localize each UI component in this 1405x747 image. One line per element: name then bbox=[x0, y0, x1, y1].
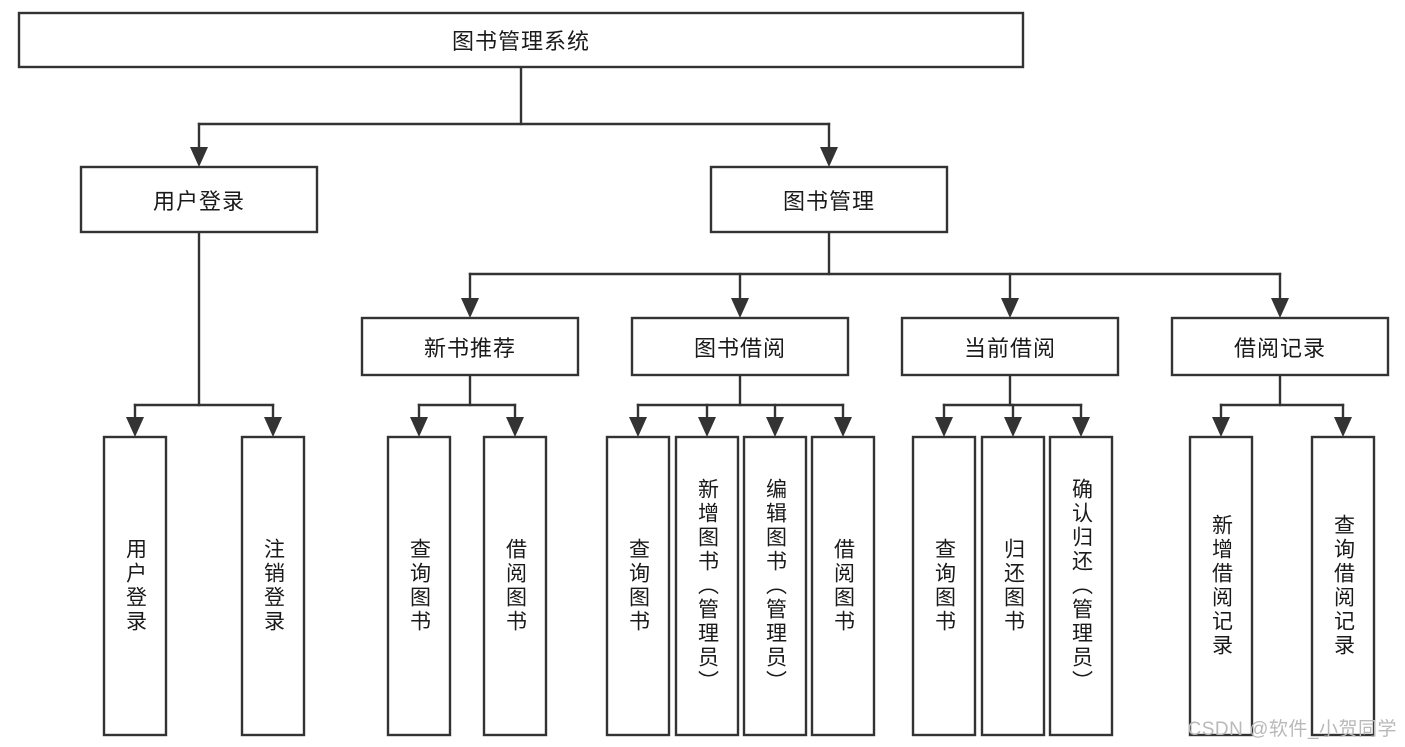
node-box-leaf-borrow-lend[interactable] bbox=[810, 435, 876, 737]
node-box-newbook[interactable] bbox=[360, 316, 580, 377]
node-box-record[interactable] bbox=[1170, 316, 1390, 377]
watermark-text: CSDN @软件_小贺同学 bbox=[1187, 719, 1397, 740]
node-box-login[interactable] bbox=[79, 165, 319, 234]
node-box-leaf-newbook-query[interactable] bbox=[386, 435, 452, 737]
node-box-current[interactable] bbox=[900, 316, 1120, 377]
node-box-leaf-user-logout[interactable] bbox=[240, 435, 306, 737]
node-box-leaf-current-confirm[interactable] bbox=[1048, 435, 1114, 737]
node-box-leaf-borrow-add[interactable] bbox=[674, 435, 740, 737]
node-box-leaf-user-login[interactable] bbox=[102, 435, 168, 737]
node-box-leaf-current-query[interactable] bbox=[911, 435, 977, 737]
node-box-leaf-record-query[interactable] bbox=[1310, 435, 1376, 737]
node-box-borrow[interactable] bbox=[630, 316, 850, 377]
node-box-leaf-current-return[interactable] bbox=[980, 435, 1046, 737]
node-box-leaf-borrow-edit[interactable] bbox=[742, 435, 808, 737]
node-box-bookmgmt[interactable] bbox=[709, 165, 949, 234]
node-box-leaf-borrow-query[interactable] bbox=[605, 435, 671, 737]
node-box-leaf-record-add[interactable] bbox=[1188, 435, 1254, 737]
node-box-leaf-newbook-borrow[interactable] bbox=[482, 435, 548, 737]
node-box-root[interactable] bbox=[17, 11, 1025, 69]
